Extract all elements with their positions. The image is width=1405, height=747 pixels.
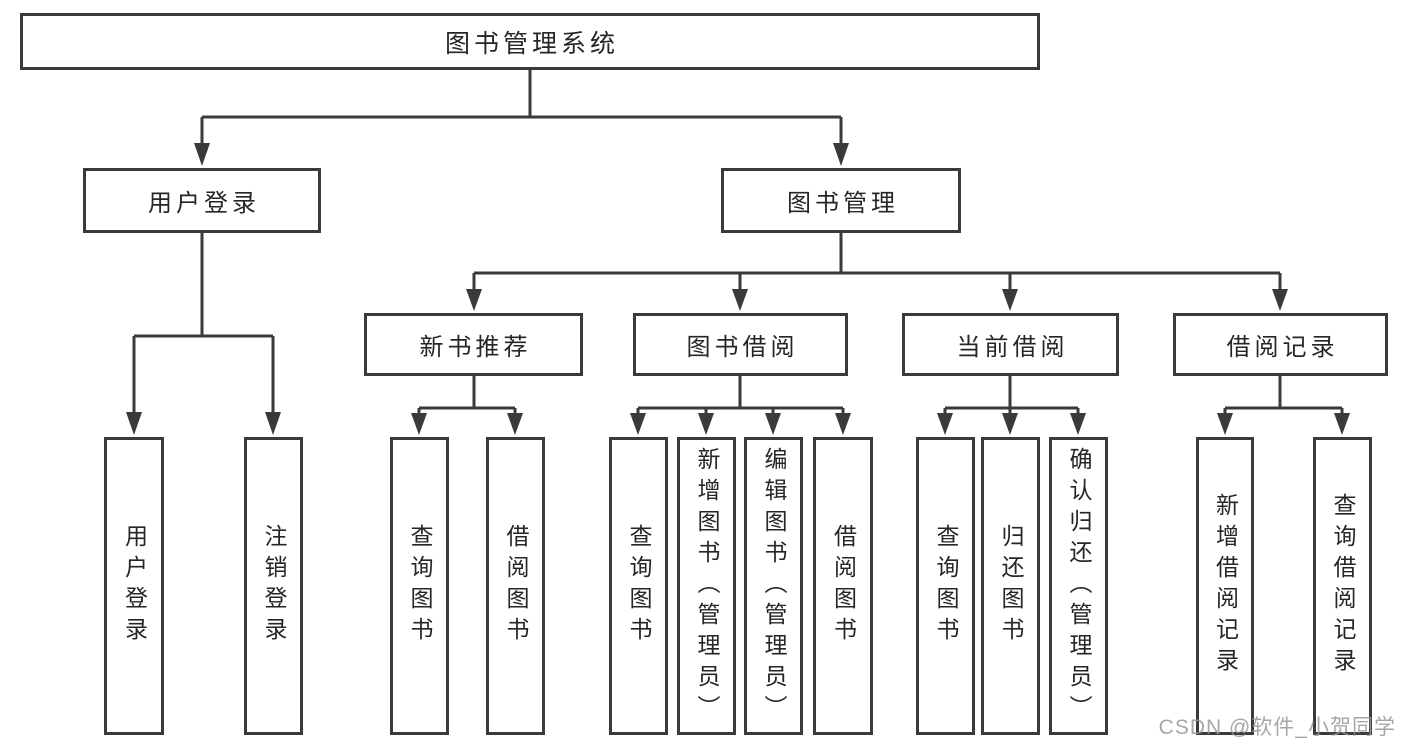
leaf-add-borrow-record: 新增借阅记录 (1196, 437, 1254, 735)
node-borrow-records: 借阅记录 (1173, 313, 1388, 376)
csdn-watermark: CSDN @软件_小贺同学 (1158, 716, 1396, 739)
node-library-management-system: 图书管理系统 (20, 13, 1040, 70)
node-book-borrow: 图书借阅 (633, 313, 848, 376)
leaf-borrow-books: 借阅图书 (813, 437, 873, 735)
leaf-query-borrow-record: 查询借阅记录 (1313, 437, 1372, 735)
node-user-login: 用户登录 (83, 168, 321, 233)
arrowheads (126, 143, 1350, 435)
leaf-query-books-borrow: 查询图书 (609, 437, 668, 735)
leaf-query-books-recommend: 查询图书 (390, 437, 449, 735)
node-current-borrow: 当前借阅 (902, 313, 1119, 376)
leaf-query-books-current: 查询图书 (916, 437, 975, 735)
node-new-book-recommend: 新书推荐 (364, 313, 583, 376)
leaf-edit-books-admin: 编辑图书（管理员） (744, 437, 803, 735)
leaf-user-login: 用户登录 (104, 437, 164, 735)
leaf-logout: 注销登录 (244, 437, 303, 735)
leaf-borrow-books-recommend: 借阅图书 (486, 437, 545, 735)
leaf-confirm-return-admin: 确认归还（管理员） (1049, 437, 1108, 735)
leaf-return-books: 归还图书 (981, 437, 1040, 735)
leaf-add-books-admin: 新增图书（管理员） (677, 437, 736, 735)
node-book-management: 图书管理 (721, 168, 961, 233)
